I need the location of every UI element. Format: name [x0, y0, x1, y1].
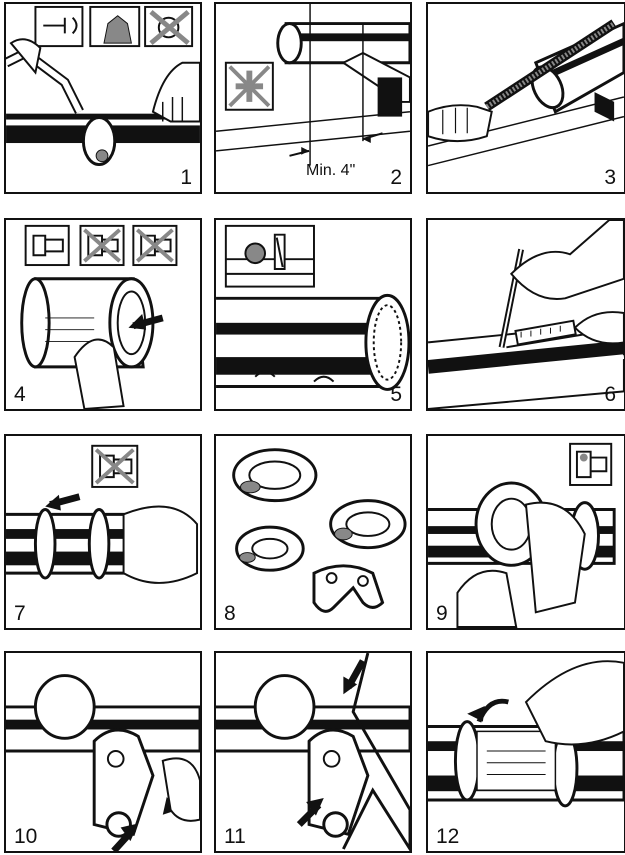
step-panel-10: 10: [4, 651, 202, 853]
press-rings-and-jaw-illustration: [216, 436, 410, 628]
step-panel-5: 5: [214, 218, 412, 411]
step-number: 5: [390, 384, 402, 405]
step-panel-12: 12: [426, 651, 625, 853]
step-panel-2: Min. 4" 2: [214, 2, 412, 194]
attach-press-ring-illustration: [428, 436, 624, 628]
step-panel-11: 11: [214, 651, 412, 853]
step-number: 7: [14, 603, 26, 624]
pipe-cutter-illustration: [6, 4, 200, 192]
step-panel-6: 6: [426, 218, 625, 411]
step-number: 4: [14, 384, 26, 405]
step-number: 3: [604, 167, 616, 188]
step-number: 8: [224, 603, 236, 624]
dimension-label: Min. 4": [306, 162, 355, 180]
step-panel-9: 9: [426, 434, 625, 630]
insert-fitting-illustration: [6, 436, 200, 628]
step-panel-1: 1: [4, 2, 202, 194]
step-number: 11: [224, 826, 246, 847]
press-connection-illustration: [216, 653, 410, 851]
step-number: 2: [390, 167, 402, 188]
step-number: 1: [180, 167, 192, 188]
step-panel-4: 4: [4, 218, 202, 411]
remove-label-illustration: [428, 653, 624, 851]
step-panel-8: 8: [214, 434, 412, 630]
fitting-inspection-illustration: [6, 220, 200, 409]
marking-insertion-depth-illustration: [428, 220, 624, 409]
step-panel-7: 7: [4, 434, 202, 630]
step-panel-3: 3: [426, 2, 625, 194]
step-number: 6: [604, 384, 616, 405]
step-number: 10: [14, 826, 37, 847]
file-deburring-illustration: [428, 4, 624, 192]
apply-press-jaw-illustration: [6, 653, 200, 851]
step-number: 12: [436, 826, 459, 847]
step-number: 9: [436, 603, 448, 624]
seal-ring-detail-illustration: [216, 220, 410, 409]
